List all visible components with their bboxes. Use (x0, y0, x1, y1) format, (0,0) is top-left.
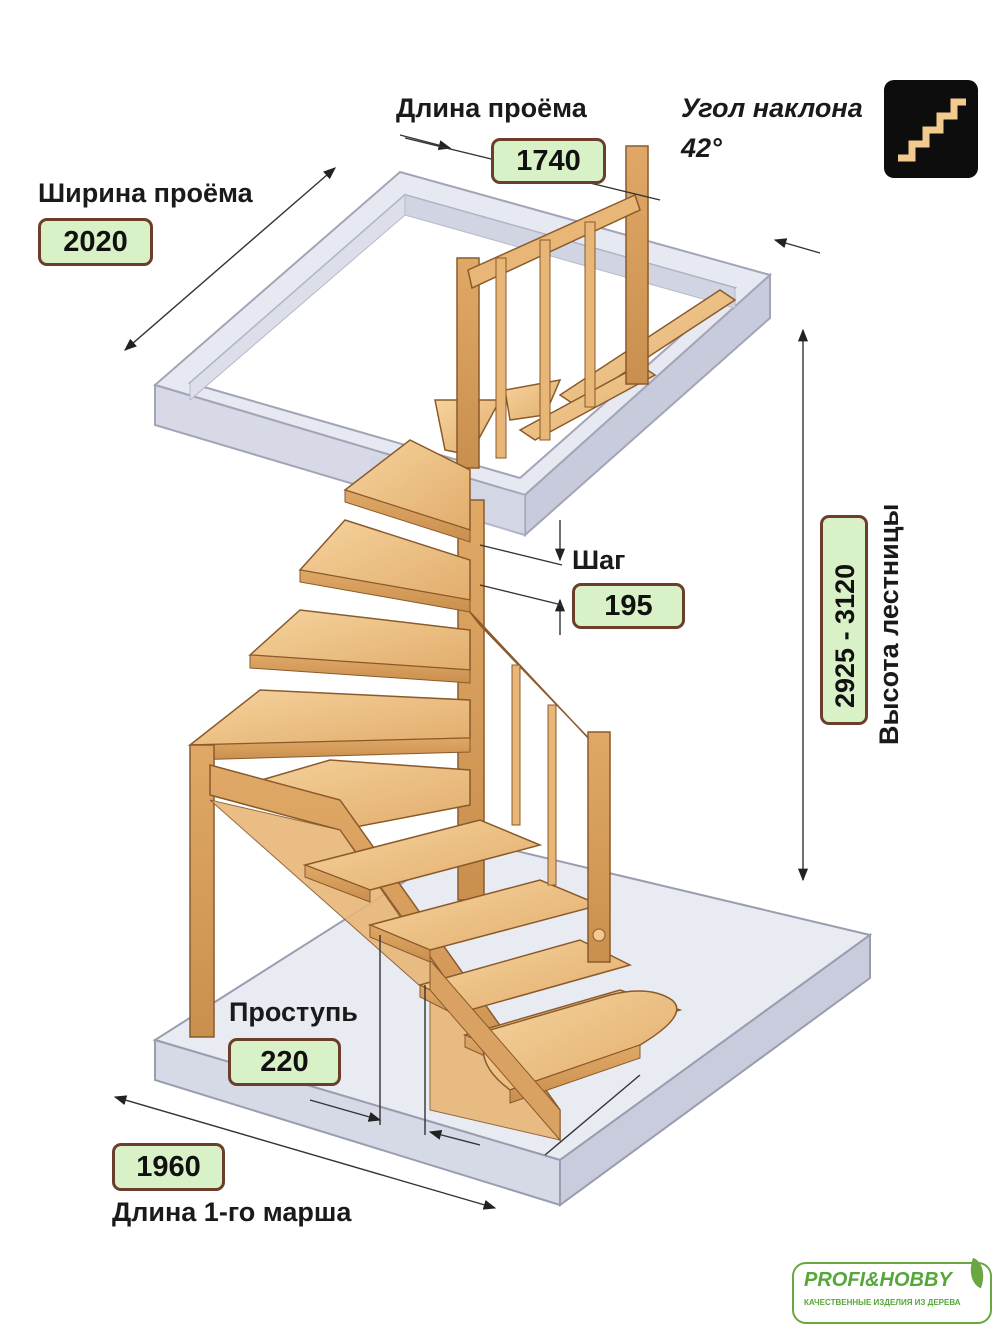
left-support (189, 744, 561, 1143)
stairs-icon (884, 80, 978, 178)
stair-height-value-text: 2925 - 3120 (830, 563, 860, 708)
brand-tagline: КАЧЕСТВЕННЫЕ ИЗДЕЛИЯ ИЗ ДЕРЕВА (804, 1298, 961, 1307)
lower-railing (469, 611, 611, 963)
slope-angle-value: 42° (681, 133, 722, 163)
slope-angle-label: Угол наклона (681, 93, 863, 123)
tread-value: 220 (228, 1038, 341, 1086)
brand-logo: PROFI&HOBBY КАЧЕСТВЕННЫЕ ИЗДЕЛИЯ ИЗ ДЕРЕ… (792, 1257, 992, 1324)
stair-height-label: Высота лестницы (874, 503, 904, 745)
brand-name: PROFI&HOBBY (804, 1269, 952, 1291)
opening-width-value: 2020 (38, 218, 153, 266)
step-label: Шаг (572, 545, 626, 575)
step-value: 195 (572, 583, 685, 629)
tread-label: Проступь (229, 997, 358, 1027)
winder-treads (187, 439, 471, 831)
opening-length-value: 1740 (491, 138, 606, 184)
upper-railing (456, 145, 649, 469)
first-flight-value: 1960 (112, 1143, 225, 1191)
first-flight-label: Длина 1-го марша (112, 1197, 352, 1227)
straight-treads (302, 819, 683, 1142)
opening-length-label: Длина проёма (396, 93, 587, 123)
stair-height-value: 2925 - 3120 (820, 515, 868, 725)
opening-width-label: Ширина проёма (38, 178, 253, 208)
